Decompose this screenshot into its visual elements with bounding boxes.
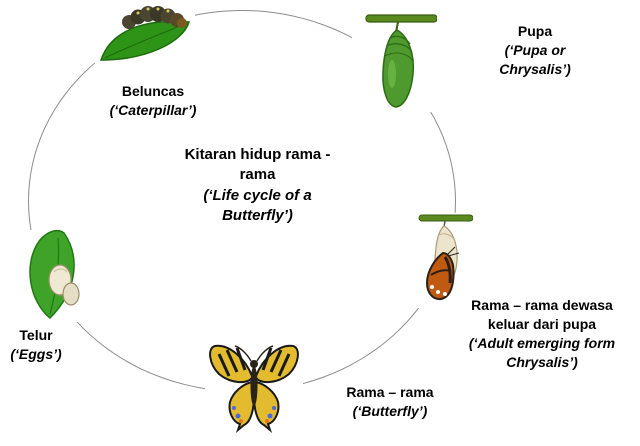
pupa-label-my: Pupa bbox=[517, 23, 553, 39]
caterpillar-illustration bbox=[95, 2, 195, 64]
eggs-label-my: Telur bbox=[19, 327, 53, 343]
butterfly-label-en: (‘Butterfly’) bbox=[352, 402, 428, 419]
caterpillar-label-en: (‘Caterpillar’) bbox=[109, 101, 197, 118]
butterfly-icon bbox=[209, 344, 299, 434]
butterfly-illustration bbox=[205, 338, 303, 434]
butterfly-label: Rama – rama (‘Butterfly’) bbox=[335, 383, 445, 421]
caterpillar-on-leaf-icon bbox=[99, 6, 190, 61]
emerging-adult-label: Rama – rama dewasa keluar dari pupa (‘Ad… bbox=[462, 296, 622, 372]
caterpillar-label-my: Beluncas bbox=[121, 83, 185, 99]
diagram-title-en: (‘Life cycle of a Butterfly’) bbox=[203, 186, 312, 224]
emerging-butterfly-icon bbox=[418, 214, 474, 301]
emerging-adult-illustration bbox=[415, 213, 474, 308]
eggs-illustration bbox=[8, 229, 88, 322]
pupa-illustration bbox=[352, 12, 438, 112]
emerging-adult-label-my: Rama – rama dewasa keluar dari pupa bbox=[471, 297, 613, 332]
pupa-label-en: (‘Pupa or Chrysalis’) bbox=[499, 41, 571, 77]
diagram-title: Kitaran hidup rama - rama (‘Life cycle o… bbox=[170, 145, 345, 226]
butterfly-label-my: Rama – rama bbox=[346, 384, 434, 400]
diagram-title-my: Kitaran hidup rama - rama bbox=[184, 146, 331, 184]
pupa-icon bbox=[365, 14, 438, 108]
eggs-label: Telur (‘Eggs’) bbox=[4, 326, 68, 364]
emerging-adult-label-en: (‘Adult emerging form Chrysalis’) bbox=[468, 334, 616, 370]
eggs-label-en: (‘Eggs’) bbox=[10, 345, 62, 362]
caterpillar-label: Beluncas (‘Caterpillar’) bbox=[98, 82, 208, 120]
pupa-label: Pupa (‘Pupa or Chrysalis’) bbox=[475, 22, 595, 79]
eggs-on-leaf-icon bbox=[29, 229, 80, 320]
